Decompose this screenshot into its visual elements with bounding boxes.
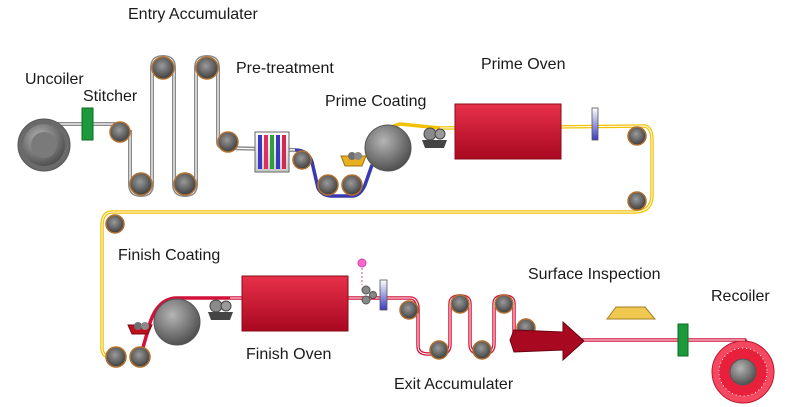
finish-coating-roll — [153, 298, 201, 346]
finish-inspection-sensor — [379, 279, 388, 311]
exit-accumulator-rollers — [399, 294, 536, 360]
return-rollers — [105, 126, 647, 234]
stitcher-icon — [81, 107, 94, 141]
stitcher-label: Stitcher — [83, 88, 138, 105]
pink-sensor-icon — [357, 258, 367, 285]
prime-oven-label: Prime Oven — [481, 56, 566, 73]
pre-treatment-rollers — [292, 150, 363, 196]
uncoiler-label: Uncoiler — [25, 71, 84, 88]
finish-pickup-rolls — [208, 299, 233, 320]
prime-coating-roll — [364, 124, 412, 172]
finish-bottom-rollers — [105, 346, 151, 368]
finish-small-rolls — [361, 285, 377, 305]
surface-inspection-lamp — [606, 306, 657, 320]
entry-accumulator-rollers — [109, 56, 239, 196]
uncoiler-coil — [17, 118, 71, 172]
prime-pickup-rolls — [422, 127, 447, 148]
prime-coating-pan — [340, 152, 367, 167]
finish-coating-pan — [127, 322, 153, 335]
pre-treatment-tanks — [254, 131, 290, 173]
recoiler-shear — [677, 323, 689, 357]
exit-accumulator-label: Exit Accumulater — [394, 376, 514, 393]
pre-treatment-label: Pre-treatment — [236, 60, 334, 77]
finish-oven-label: Finish Oven — [246, 346, 332, 363]
prime-inspection-sensor — [591, 107, 599, 141]
prime-coating-label: Prime Coating — [325, 93, 427, 110]
recoiler-label: Recoiler — [711, 288, 770, 305]
finish-coating-label: Finish Coating — [118, 247, 221, 264]
recoiler-coil — [711, 340, 775, 404]
surface-inspection-label: Surface Inspection — [528, 266, 661, 283]
prime-oven — [454, 103, 562, 160]
entry-accumulator-label: Entry Accumulater — [128, 6, 258, 23]
surface-inspection-arrow — [509, 320, 585, 362]
finish-oven — [241, 275, 349, 332]
